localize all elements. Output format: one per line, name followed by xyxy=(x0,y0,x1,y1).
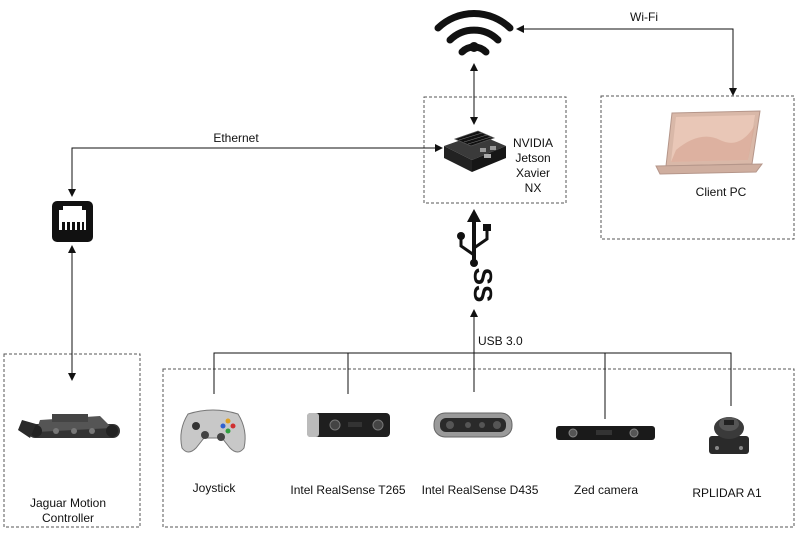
client-pc-label: Client PC xyxy=(695,185,747,199)
device-label-zed: Zed camera xyxy=(573,483,639,497)
gamepad-icon xyxy=(180,409,246,453)
jetson-label: NVIDIA Jetson Xavier NX xyxy=(512,136,553,195)
ethernet-link xyxy=(68,144,443,197)
device-label-t265: Intel RealSense T265 xyxy=(290,483,406,497)
device-label-d435: Intel RealSense D435 xyxy=(421,483,539,497)
ethernet-port-icon xyxy=(52,201,93,242)
jaguar-label: Jaguar Motion Controller xyxy=(29,496,107,525)
zed-camera-icon xyxy=(556,426,655,440)
wifi-edge-label: Wi-Fi xyxy=(630,10,658,24)
usb-bus xyxy=(213,352,732,406)
usb-ss-icon: SS xyxy=(457,209,498,302)
tracked-robot-icon xyxy=(18,414,120,438)
realsense-t265-icon xyxy=(307,413,390,437)
usb-edge-label: USB 3.0 xyxy=(478,334,523,348)
laptop-icon xyxy=(655,110,764,175)
svg-text:SS: SS xyxy=(468,268,498,303)
lidar-icon xyxy=(709,417,749,454)
wifi-dot xyxy=(469,42,479,52)
devices-box xyxy=(162,368,795,528)
device-label-joystick: Joystick xyxy=(192,481,236,495)
ethernet-edge-label: Ethernet xyxy=(213,131,259,145)
device-label-lidar: RPLIDAR A1 xyxy=(692,486,762,500)
realsense-d435-icon xyxy=(433,412,513,438)
wifi-client-link xyxy=(516,25,737,96)
jetson-board-icon xyxy=(444,130,506,172)
client-pc-box xyxy=(600,95,795,240)
